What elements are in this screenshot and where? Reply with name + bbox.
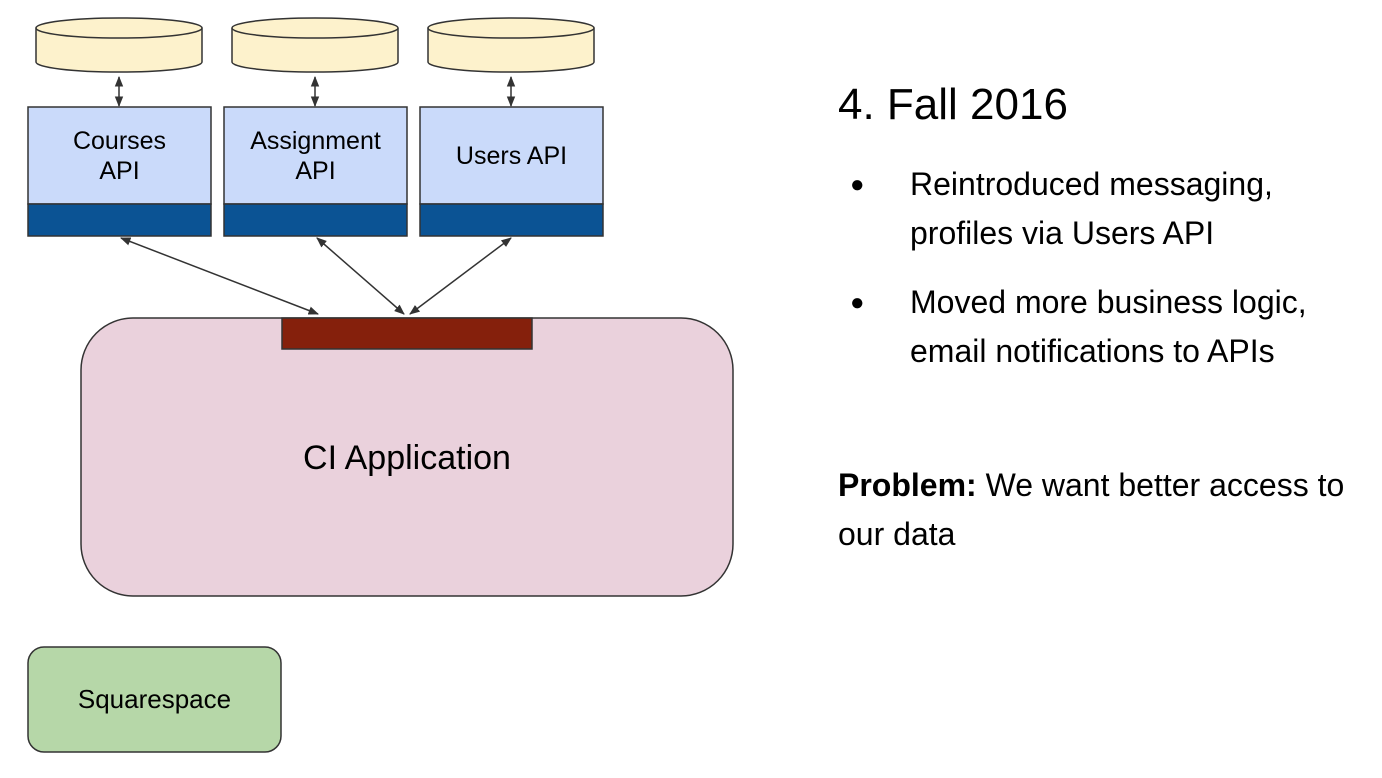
- users-api-band: [419, 203, 604, 237]
- courses-api-label: Courses API: [72, 126, 167, 185]
- database-users: [427, 17, 595, 73]
- assignment-api-label: Assignment API: [250, 126, 381, 185]
- problem-statement: Problem: We want better access to our da…: [838, 461, 1378, 559]
- ci-application-label: CI Application: [303, 438, 511, 477]
- ci-connector-bar: [281, 317, 533, 350]
- slide-title: 4. Fall 2016: [838, 80, 1068, 129]
- assignment-api-band: [223, 203, 408, 237]
- bullet-list: ● Reintroduced messaging, profiles via U…: [850, 160, 1370, 396]
- courses-api-box: [27, 106, 212, 237]
- bullet-dot-icon: ●: [850, 289, 865, 316]
- users-api-box: [419, 106, 604, 237]
- bullet-item: ● Reintroduced messaging, profiles via U…: [850, 160, 1370, 258]
- bullet-item: ● Moved more business logic, email notif…: [850, 278, 1370, 376]
- arrow-assignment-ci: [316, 237, 405, 315]
- problem-description: We want better access to our data: [838, 467, 1345, 552]
- bullet-dot-icon: ●: [850, 171, 865, 198]
- assignment-api-box: [223, 106, 408, 237]
- squarespace-label: Squarespace: [77, 683, 232, 714]
- arrow-courses-ci: [120, 237, 319, 315]
- bullet-text: Moved more business logic, email notific…: [910, 284, 1307, 369]
- bullet-text: Reintroduced messaging, profiles via Use…: [910, 166, 1273, 251]
- database-assignment: [231, 17, 399, 73]
- users-api-label: Users API: [455, 141, 568, 170]
- courses-api-band: [27, 203, 212, 237]
- squarespace-box: [27, 646, 282, 753]
- database-courses: [35, 17, 203, 73]
- arrow-users-ci: [409, 237, 512, 315]
- problem-label: Problem:: [838, 467, 977, 503]
